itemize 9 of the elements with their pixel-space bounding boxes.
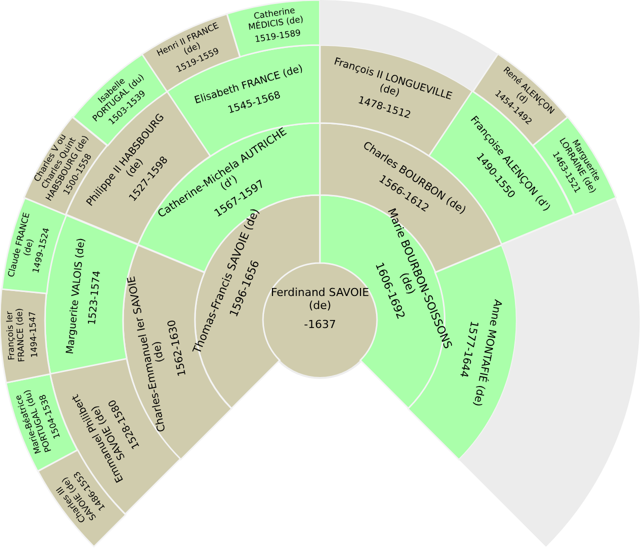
life-dates: -1637: [303, 319, 337, 332]
ancestor-sector: [0, 288, 50, 382]
life-dates: 1494-1547: [27, 310, 40, 360]
person-name: Ferdinand SAVOIE (de): [270, 287, 370, 312]
ancestor-sector: [227, 0, 320, 57]
person-name: François Ier FRANCE (de): [4, 306, 28, 364]
person-name: Marguerite VALOIS (de): [64, 236, 88, 356]
life-dates: 1523-1574: [84, 269, 104, 328]
life-dates: 1519-1589: [254, 28, 302, 46]
